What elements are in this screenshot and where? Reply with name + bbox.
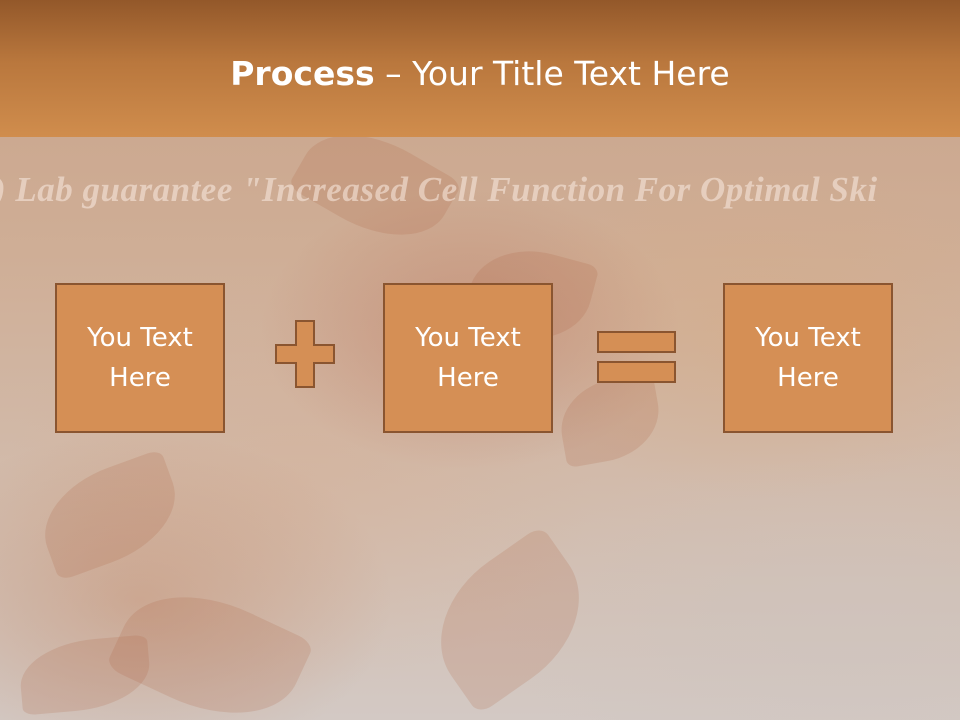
slide-title-rest: – Your Title Text Here xyxy=(374,54,730,93)
text-box-2[interactable]: You Text Here xyxy=(383,283,553,433)
plus-icon xyxy=(275,320,335,388)
background-leaf xyxy=(410,524,610,716)
equals-icon xyxy=(597,331,676,383)
text-box-3[interactable]: You Text Here xyxy=(723,283,893,433)
title-bar: Process – Your Title Text Here xyxy=(0,0,960,137)
text-box-label: You Text Here xyxy=(87,323,193,393)
slide-title: Process – Your Title Text Here xyxy=(0,52,960,96)
background-leaf xyxy=(28,448,192,582)
slide-title-bold: Process xyxy=(230,54,375,93)
text-box-1[interactable]: You Text Here xyxy=(55,283,225,433)
text-box-label: You Text Here xyxy=(755,323,861,393)
background-banner-text: ) Lab guarantee "Increased Cell Function… xyxy=(0,170,878,209)
background-leaf xyxy=(553,371,667,469)
text-box-label: You Text Here xyxy=(415,323,521,393)
background-leaf xyxy=(17,634,153,716)
